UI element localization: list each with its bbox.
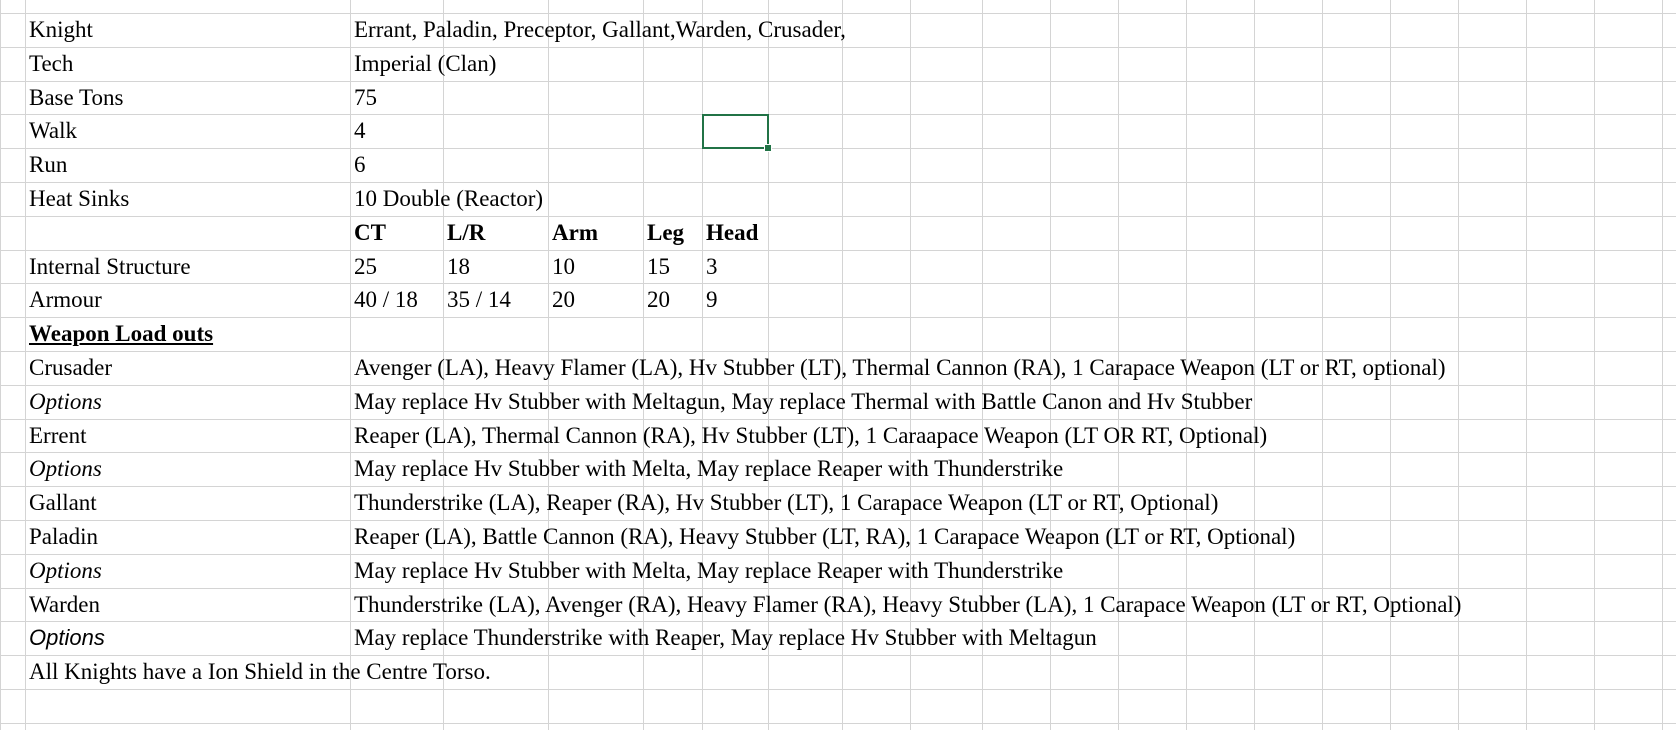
fill-handle[interactable] — [764, 144, 772, 152]
value-cell[interactable]: Reaper (LA), Thermal Cannon (RA), Hv Stu… — [354, 422, 1268, 448]
value-cell[interactable]: 4 — [354, 117, 366, 143]
value-cell[interactable]: 18 — [447, 253, 470, 279]
value-cell[interactable]: 75 — [354, 84, 377, 110]
value-cell[interactable]: 15 — [647, 253, 670, 279]
row-label-cell[interactable]: Gallant — [29, 489, 97, 515]
value-cell[interactable]: Arm — [552, 219, 598, 245]
selected-cell[interactable] — [702, 114, 772, 152]
row-label-cell[interactable]: All Knights have a Ion Shield in the Cen… — [29, 658, 491, 684]
value-cell[interactable]: 25 — [354, 253, 377, 279]
value-cell[interactable]: May replace Hv Stubber with Melta, May r… — [354, 455, 1064, 481]
value-cell[interactable]: May replace Thunderstrike with Reaper, M… — [354, 624, 1097, 650]
value-cell[interactable]: Reaper (LA), Battle Cannon (RA), Heavy S… — [354, 523, 1296, 549]
value-cell[interactable]: 10 — [552, 253, 575, 279]
row-label-cell[interactable]: Knight — [29, 16, 93, 42]
value-cell[interactable]: Thunderstrike (LA), Reaper (RA), Hv Stub… — [354, 489, 1219, 515]
value-cell[interactable]: Imperial (Clan) — [354, 50, 497, 76]
value-cell[interactable]: 35 / 14 — [447, 286, 511, 312]
row-label-cell[interactable]: Errent — [29, 422, 87, 448]
value-cell[interactable]: May replace Hv Stubber with Meltagun, Ma… — [354, 388, 1253, 414]
value-cell[interactable]: Thunderstrike (LA), Avenger (RA), Heavy … — [354, 591, 1462, 617]
row-label-cell[interactable]: Armour — [29, 286, 102, 312]
row-label-cell[interactable]: Weapon Load outs — [29, 320, 214, 346]
value-cell[interactable]: Avenger (LA), Heavy Flamer (LA), Hv Stub… — [354, 354, 1446, 380]
value-cell[interactable]: 40 / 18 — [354, 286, 418, 312]
row-label-cell[interactable]: Options — [29, 557, 102, 583]
row-label-cell[interactable]: Internal Structure — [29, 253, 191, 279]
row-label-cell[interactable]: Options — [29, 624, 105, 650]
value-cell[interactable]: Leg — [647, 219, 685, 245]
row-label-cell[interactable]: Base Tons — [29, 84, 124, 110]
value-cell[interactable]: 3 — [706, 253, 718, 279]
row-label-cell[interactable]: Warden — [29, 591, 100, 617]
row-label-cell[interactable]: Heat Sinks — [29, 185, 130, 211]
row-label-cell[interactable]: Paladin — [29, 523, 98, 549]
value-cell[interactable]: 10 Double (Reactor) — [354, 185, 544, 211]
value-cell[interactable]: Head — [706, 219, 759, 245]
value-cell[interactable]: CT — [354, 219, 386, 245]
row-label-cell[interactable]: Tech — [29, 50, 74, 76]
value-cell[interactable]: L/R — [447, 219, 486, 245]
value-cell[interactable]: 20 — [552, 286, 575, 312]
value-cell[interactable]: 6 — [354, 151, 366, 177]
row-label-cell[interactable]: Options — [29, 388, 102, 414]
row-label-cell[interactable]: Options — [29, 455, 102, 481]
row-label-cell[interactable]: Run — [29, 151, 68, 177]
value-cell[interactable]: May replace Hv Stubber with Melta, May r… — [354, 557, 1064, 583]
row-label-cell[interactable]: Crusader — [29, 354, 113, 380]
row-label-cell[interactable]: Walk — [29, 117, 77, 143]
value-cell[interactable]: Errant, Paladin, Preceptor, Gallant,Ward… — [354, 16, 846, 42]
value-cell[interactable]: 20 — [647, 286, 670, 312]
value-cell[interactable]: 9 — [706, 286, 718, 312]
